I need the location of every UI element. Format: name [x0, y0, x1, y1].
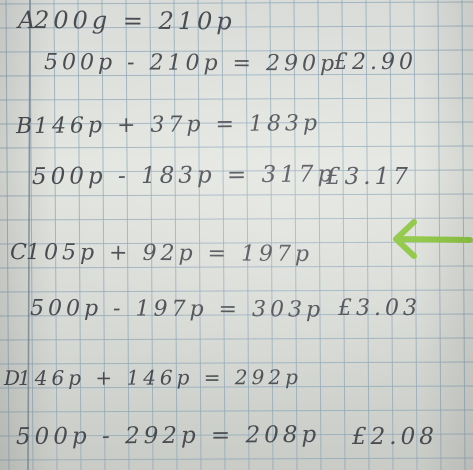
arrow-left-icon [393, 219, 473, 259]
grid-line-vertical [29, 0, 34, 470]
grid-line-horizontal [0, 337, 473, 341]
row-c-answer: £3.03 [338, 296, 421, 321]
row-a-line-2: 500p - 210p = 290p [43, 50, 339, 77]
row-c-line-2: 500p - 197p = 303p [29, 296, 325, 323]
grid-line-vertical [77, 0, 82, 470]
grid-line-vertical [365, 0, 370, 470]
grid-line-horizontal [0, 313, 473, 317]
grid-line-horizontal [0, 433, 473, 437]
grid-line-vertical [293, 0, 298, 470]
grid-line-vertical [149, 0, 154, 470]
row-b-answer: £3.17 [326, 164, 412, 190]
grid-line-horizontal [0, 121, 473, 125]
grid-line-vertical [173, 0, 178, 470]
grid-line-vertical [221, 0, 226, 470]
row-d-line-2: 500p - 292p = 208p [15, 421, 321, 450]
grid-line-horizontal [0, 241, 473, 245]
row-label-c: C [9, 239, 27, 266]
grid-line-vertical [269, 0, 274, 470]
row-d-answer: £2.08 [352, 424, 438, 450]
grid-line-horizontal [0, 289, 473, 293]
row-a-answer: £2.90 [334, 50, 417, 75]
grid-line-horizontal [0, 409, 473, 413]
grid-line-horizontal [0, 25, 473, 29]
grid-line-horizontal [0, 217, 473, 221]
grid-line-horizontal [0, 97, 473, 101]
grid-line-vertical [341, 0, 346, 470]
grid-line-vertical [389, 0, 394, 470]
grid-line-vertical [245, 0, 250, 470]
row-label-b: B [15, 113, 33, 140]
grid-line-horizontal [0, 193, 473, 197]
row-d-line-1: 146p + 146p = 292p [17, 365, 302, 390]
margin-line [27, 0, 31, 470]
grid-line-vertical [53, 0, 58, 470]
grid-line-vertical [461, 0, 466, 470]
grid-line-vertical [101, 0, 106, 470]
grid-line-horizontal [0, 457, 473, 461]
row-b-line-2: 500p - 183p = 317p [31, 161, 337, 190]
grid-line-vertical [197, 0, 202, 470]
grid-line-horizontal [0, 361, 473, 365]
row-c-line-1: 105p + 92p = 197p [25, 240, 314, 268]
grid-line-horizontal [0, 145, 473, 149]
grid-line-horizontal [0, 385, 473, 389]
grid-line-horizontal [0, 73, 473, 77]
grid-line-vertical [5, 0, 10, 470]
grid-line-vertical [317, 0, 322, 470]
grid-line-horizontal [0, 1, 473, 5]
row-a-line-1: 200g = 210p [33, 6, 236, 36]
grid-line-horizontal [0, 49, 473, 53]
grid-line-horizontal [0, 169, 473, 173]
grid-line-vertical [413, 0, 418, 470]
row-label-a: A [17, 5, 36, 35]
grid-line-vertical [125, 0, 130, 470]
grid-line-horizontal [0, 265, 473, 269]
grid-line-vertical [437, 0, 442, 470]
row-b-line-1: 146p + 37p = 183p [33, 110, 322, 139]
